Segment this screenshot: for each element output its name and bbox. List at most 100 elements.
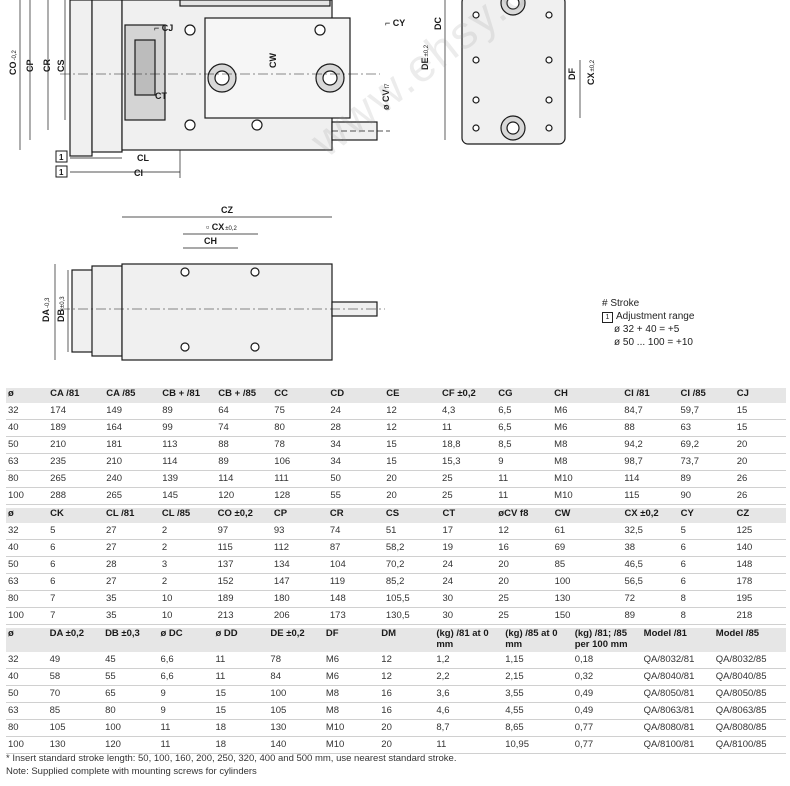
table-cell: 80	[6, 590, 49, 608]
table-cell: 34	[328, 436, 385, 454]
table-cell: 4,6	[434, 702, 504, 720]
table-cell: 73,7	[678, 453, 735, 471]
table-cell: 27	[104, 539, 160, 557]
table-cell: 15,3	[440, 453, 497, 471]
table-cell: 174	[48, 403, 105, 420]
table-cell: 105	[47, 719, 104, 737]
table-cell: 5	[678, 523, 735, 540]
table-cell: 8,5	[496, 436, 553, 454]
table-cell: 6,5	[496, 419, 553, 437]
table-cell: 16	[379, 685, 435, 703]
column-header: DM	[381, 628, 397, 639]
table-cell: 15	[734, 419, 786, 437]
table-cell: 100	[6, 487, 49, 505]
table-cell: 147	[271, 573, 328, 591]
table-cell: 173	[327, 607, 384, 625]
table-cell: M10	[552, 487, 623, 505]
table-cell: 0,49	[572, 702, 642, 720]
table-cell: 51	[383, 523, 441, 540]
column-header: CD	[330, 388, 345, 399]
column-header: CG	[498, 388, 513, 399]
table-cell: QA/8040/85	[713, 668, 786, 686]
table-cell: 11	[158, 736, 214, 754]
table-cell: 180	[271, 590, 328, 608]
table-cell: 0,32	[572, 668, 642, 686]
table-cell: 15	[213, 685, 269, 703]
table-cell: 145	[160, 487, 217, 505]
table-cell: 114	[160, 453, 217, 471]
table-cell: QA/8063/85	[713, 702, 786, 720]
table-cell: 27	[104, 573, 160, 591]
column-header: CJ	[736, 388, 749, 399]
table-cell: M10	[323, 719, 380, 737]
table-cell: 24	[440, 573, 497, 591]
table-cell: M6	[323, 668, 380, 686]
table-cell: 6	[48, 539, 105, 557]
table-cell: 20	[734, 453, 786, 471]
table-cell: 12	[496, 523, 553, 540]
table-cell: QA/8050/81	[641, 685, 714, 703]
table-cell: 152	[215, 573, 272, 591]
table-cell: 85,2	[383, 573, 441, 591]
table-cell: 45	[103, 652, 159, 669]
table-cell: 80	[272, 419, 329, 437]
table-cell: 25	[496, 590, 553, 608]
table-cell: 11	[158, 719, 214, 737]
table-cell: 112	[271, 539, 328, 557]
table-cell: 148	[734, 556, 786, 574]
table-cell: 40	[6, 539, 49, 557]
column-header: (kg) /81 at 0 mm	[436, 628, 489, 650]
label-cx-bottom: ▫ CX±0,2	[206, 222, 238, 232]
table-cell: 50	[6, 556, 49, 574]
table-cell: 63	[678, 419, 735, 437]
table-cell: QA/8080/85	[713, 719, 786, 737]
label-co: CO-0,2	[8, 49, 18, 75]
table-cell: 20	[496, 573, 553, 591]
table-cell: 140	[734, 539, 786, 557]
table-cell: 34	[328, 453, 385, 471]
table-cell: 6	[678, 556, 735, 574]
table-cell: 74	[216, 419, 273, 437]
table-cell: QA/8050/85	[713, 685, 786, 703]
table-cell: 75	[272, 403, 329, 420]
table-cell: 100	[552, 573, 623, 591]
table-cell: 111	[272, 470, 329, 488]
top-view-drawing	[19, 0, 390, 178]
table-cell: 105	[268, 702, 324, 720]
table-cell: 24	[440, 556, 497, 574]
label-cl: CL	[137, 153, 149, 163]
table-cell: 78	[272, 436, 329, 454]
table-cell: 87	[327, 539, 384, 557]
label-df: DF	[567, 68, 577, 80]
table-cell: 1,15	[503, 652, 573, 669]
table-cell: 130	[47, 736, 104, 754]
table-cell: 0,77	[572, 736, 642, 754]
table-cell: 32	[6, 523, 49, 540]
column-header: CS	[385, 508, 400, 519]
table-cell: 213	[215, 607, 272, 625]
table-cell: 24	[328, 403, 385, 420]
table-cell: 88	[622, 419, 679, 437]
table-cell: 90	[678, 487, 735, 505]
table-cell: 130	[552, 590, 623, 608]
label-cy: ⌐ CY	[385, 18, 405, 28]
table-cell: 80	[103, 702, 159, 720]
adjust-box-1a	[55, 150, 68, 163]
table-cell: 70,2	[383, 556, 441, 574]
table-cell: M8	[552, 453, 623, 471]
table-cell: 130	[268, 719, 324, 737]
table-cell: 18,8	[440, 436, 497, 454]
table-cell: 125	[734, 523, 786, 540]
table-cell: 10	[159, 590, 216, 608]
table-cell: 89	[622, 607, 679, 625]
column-header: CY	[680, 508, 694, 519]
table-cell: 113	[160, 436, 217, 454]
table-cell: QA/8040/81	[641, 668, 714, 686]
table-cell: 11	[496, 487, 553, 505]
